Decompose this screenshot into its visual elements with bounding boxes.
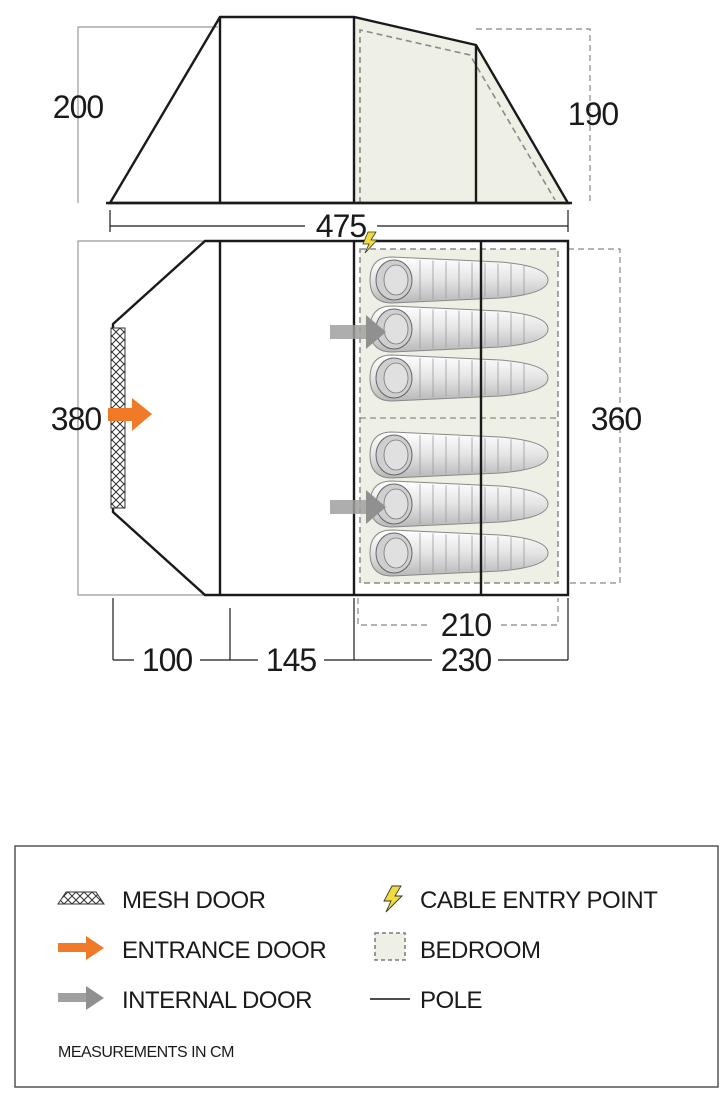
- sleeping-bag: [369, 305, 549, 353]
- internal-door-arrow: [330, 315, 386, 349]
- legend-internal-door: INTERNAL DOOR: [122, 987, 312, 1014]
- legend-bedroom: BEDROOM: [420, 937, 541, 964]
- front-height-guide: [77, 26, 218, 203]
- legend-measurement-note: MEASUREMENTS IN CM: [58, 1044, 234, 1061]
- rear-height-guide: [476, 28, 591, 203]
- cable-entry-icon: [362, 231, 378, 254]
- living-length-label: 145: [266, 642, 317, 678]
- outer-width-guide: [77, 240, 205, 596]
- sleeping-bag: [369, 480, 549, 528]
- bedroom-width-guide: [568, 248, 621, 584]
- internal-door-arrow: [330, 490, 386, 524]
- floor-plan: 380 360 210 100 145 230: [51, 231, 642, 678]
- legend-pole: POLE: [420, 987, 482, 1014]
- bedroom-depth-guide: [357, 598, 559, 626]
- side-elevation: 475 200 190: [53, 15, 619, 244]
- entrance-arrow-icon: [58, 936, 104, 960]
- bedroom-length-label: 230: [441, 642, 492, 678]
- mesh-door-icon: [57, 891, 105, 905]
- internal-arrow-icon: [58, 986, 104, 1010]
- cable-entry-icon: [383, 885, 404, 913]
- elevation-bedroom-fill: [355, 17, 568, 203]
- legend-cable-entry: CABLE ENTRY POINT: [420, 887, 658, 914]
- legend-entrance-door: ENTRANCE DOOR: [122, 937, 326, 964]
- sleeping-bag: [369, 529, 549, 577]
- rear-height-label: 190: [568, 96, 619, 132]
- legend: MESH DOOR ENTRANCE DOOR INTERNAL DOOR CA…: [14, 845, 719, 1088]
- overall-length-label: 475: [316, 208, 367, 244]
- legend-box: [14, 845, 719, 1088]
- bedroom-width-label: 360: [591, 401, 642, 437]
- sleeping-bag: [369, 354, 549, 402]
- bedroom-depth-label: 210: [441, 607, 492, 643]
- porch-length-label: 100: [142, 642, 193, 678]
- plan-bedroom-dashed: [359, 248, 559, 584]
- sleeping-bags: [369, 256, 549, 577]
- outer-width-label: 380: [51, 401, 102, 437]
- sleeping-bag: [369, 431, 549, 479]
- entrance-door-arrow: [108, 398, 152, 431]
- sleeping-bag: [369, 256, 549, 304]
- plan-outline: [111, 239, 570, 597]
- legend-mesh-door: MESH DOOR: [122, 887, 266, 914]
- bedroom-icon: [374, 932, 406, 961]
- front-height-label: 200: [53, 89, 104, 125]
